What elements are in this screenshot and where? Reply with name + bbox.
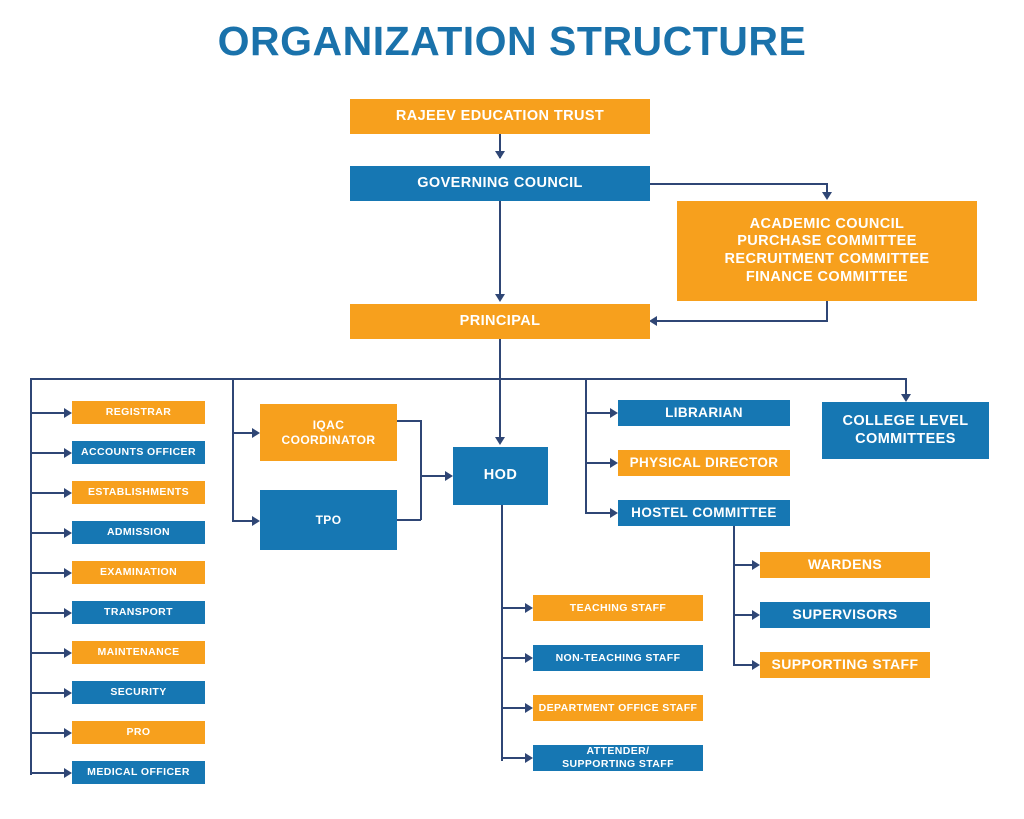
connector-tpo-branch [232,520,252,522]
node-security[interactable]: SECURITY [72,681,205,704]
page-title: ORGANIZATION STRUCTURE [217,18,807,64]
arrowhead-to-admission [64,527,72,538]
connector-iqac-branch [232,432,252,434]
connector-council-to-committees-v [826,183,828,197]
connector-to-pro [30,731,64,734]
node-supporting-staff[interactable]: SUPPORTING STAFF [760,652,930,678]
arrowhead-to-hostel-committee [610,508,618,518]
connector-to-supervisors [733,614,752,616]
connector-to-non-teaching-staff [501,657,525,659]
node-maintenance[interactable]: MAINTENANCE [72,641,205,664]
node-transport[interactable]: TRANSPORT [72,601,205,624]
connector-council-to-principal [499,201,501,297]
arrowhead-to-security [64,687,72,698]
node-department-office-staff[interactable]: DEPARTMENT OFFICE STAFF [533,695,703,721]
connector-to-examination [30,571,64,574]
node-pro[interactable]: PRO [72,721,205,744]
connector-principal-stem [499,339,501,379]
connector-to-college-committees [905,378,907,398]
arrowhead-to-establishments [64,487,72,498]
arrowhead-council-to-committees [822,192,832,200]
arrowhead-to-hod-left [445,471,453,481]
node-admission[interactable]: ADMISSION [72,521,205,544]
connector-to-establishments [30,491,64,494]
connector-to-transport [30,611,64,614]
node-governing-council[interactable]: GOVERNING COUNCIL [350,166,650,201]
arrowhead-trust-to-council [495,151,505,159]
connector-to-department-office-staff [501,707,525,709]
node-physical-director[interactable]: PHYSICAL DIRECTOR [618,450,790,476]
node-accounts-officer[interactable]: ACCOUNTS OFFICER [72,441,205,464]
arrowhead-to-teaching-staff [525,603,533,613]
arrowhead-to-pro [64,727,72,738]
node-medical-officer[interactable]: MEDICAL OFFICER [72,761,205,784]
node-committees-block[interactable]: ACADEMIC COUNCIL PURCHASE COMMITTEE RECR… [677,201,977,301]
connector-iqac-tpo-merge [420,420,422,520]
connector-iqac-trunk [232,378,234,522]
connector-tpo-out [397,519,421,521]
connector-to-medical-officer [30,771,64,774]
node-hostel-committee[interactable]: HOSTEL COMMITTEE [618,500,790,526]
arrowhead-to-tpo [252,516,260,526]
connector-merge-to-hod [420,475,445,477]
connector-admin-trunk [30,378,32,775]
connector-to-attender-supporting-staff [501,757,525,759]
node-principal[interactable]: PRINCIPAL [350,304,650,339]
arrowhead-to-transport [64,607,72,618]
connector-to-hostel-committee [585,512,610,514]
arrowhead-to-department-office-staff [525,703,533,713]
arrowhead-to-medical-officer [64,767,72,778]
arrowhead-to-non-teaching-staff [525,653,533,663]
connector-hod-stem [501,505,503,761]
node-wardens[interactable]: WARDENS [760,552,930,578]
node-establishments[interactable]: ESTABLISHMENTS [72,481,205,504]
arrowhead-to-librarian [610,408,618,418]
connector-council-to-committees-h [650,183,827,185]
node-hod[interactable]: HOD [453,447,548,505]
arrowhead-to-examination [64,567,72,578]
arrowhead-to-supervisors [752,610,760,620]
arrowhead-to-wardens [752,560,760,570]
node-registrar[interactable]: REGISTRAR [72,401,205,424]
arrowhead-to-iqac [252,428,260,438]
node-iqac-coordinator[interactable]: IQAC COORDINATOR [260,404,397,461]
connector-to-admission [30,531,64,534]
connector-to-accounts-officer [30,451,64,454]
arrowhead-to-supporting-staff [752,660,760,670]
arrowhead-committees-to-principal [649,316,657,326]
arrowhead-to-registrar [64,407,72,418]
connector-to-security [30,691,64,694]
node-college-level-committees[interactable]: COLLEGE LEVEL COMMITTEES [822,402,989,459]
connector-to-wardens [733,564,752,566]
arrowhead-council-to-principal [495,294,505,302]
connector-to-librarian [585,412,610,414]
node-librarian[interactable]: LIBRARIAN [618,400,790,426]
arrowhead-to-college-committees [901,394,911,402]
node-non-teaching-staff[interactable]: NON-TEACHING STAFF [533,645,703,671]
connector-to-registrar [30,411,64,414]
connector-principal-to-hod [499,378,501,439]
connector-to-supporting-staff [733,664,752,666]
connector-to-maintenance [30,651,64,654]
connector-to-teaching-staff [501,607,525,609]
connector-principal-bus [30,378,907,380]
node-attender-supporting-staff[interactable]: ATTENDER/ SUPPORTING STAFF [533,745,703,771]
arrowhead-to-maintenance [64,647,72,658]
connector-iqac-out [397,420,421,422]
node-teaching-staff[interactable]: TEACHING STAFF [533,595,703,621]
arrowhead-to-attender-supporting-staff [525,753,533,763]
connector-to-physical-director [585,462,610,464]
node-rajeev-education-trust[interactable]: RAJEEV EDUCATION TRUST [350,99,650,134]
connector-support-trunk [585,378,587,514]
node-supervisors[interactable]: SUPERVISORS [760,602,930,628]
connector-trust-to-council [499,134,501,158]
connector-committees-to-principal-v [826,301,828,321]
node-examination[interactable]: EXAMINATION [72,561,205,584]
arrowhead-to-physical-director [610,458,618,468]
connector-committees-to-principal-h [657,320,828,322]
node-tpo[interactable]: TPO [260,490,397,550]
arrowhead-to-hod-top [495,437,505,445]
arrowhead-to-accounts-officer [64,447,72,458]
connector-hostel-trunk [733,526,735,666]
